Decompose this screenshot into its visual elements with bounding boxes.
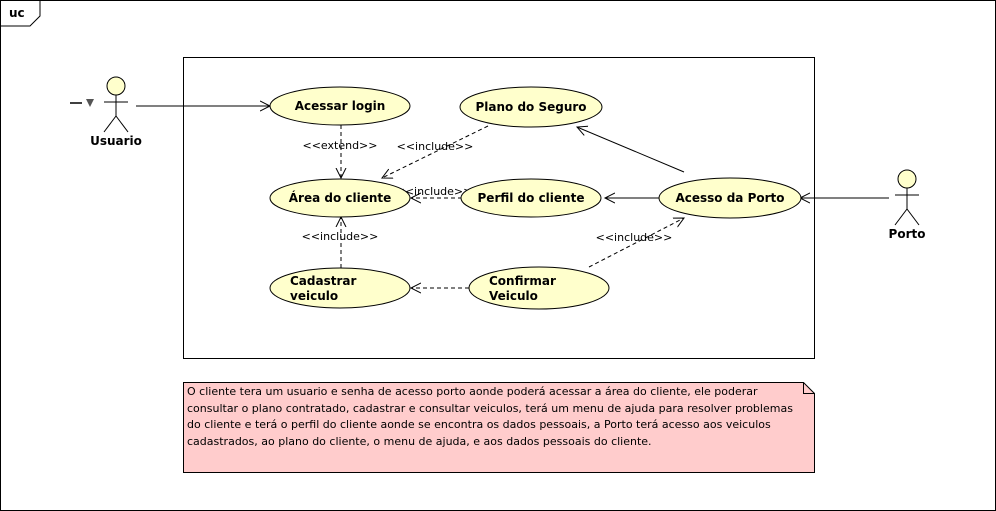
use-case-label-line1: Confirmar: [489, 274, 556, 288]
actor-name: Porto: [889, 227, 926, 241]
include-label-cadastrar: <<include>>: [302, 230, 379, 243]
relation-acesso-plano: [577, 127, 685, 173]
frame-tab-label: uc: [9, 6, 25, 20]
use-case-label: Perfil do cliente: [478, 191, 585, 205]
note-text: O cliente tera um usuario e senha de ace…: [187, 385, 793, 448]
include-confirmar-acesso: [588, 218, 684, 268]
use-case-label-line2: Veiculo: [489, 289, 538, 303]
use-case-area-cliente[interactable]: Área do cliente: [269, 178, 411, 218]
use-case-label: Área do cliente: [289, 190, 392, 205]
use-case-label-line1: Cadastrar: [290, 274, 356, 288]
include-plano-area: [382, 125, 489, 178]
use-case-acessar-login[interactable]: Acessar login: [269, 86, 411, 126]
extend-label: <<extend>>: [303, 139, 378, 152]
actor-head: [897, 169, 917, 189]
use-case-confirmar-veiculo[interactable]: Confirmar Veiculo: [468, 266, 610, 310]
use-case-plano-seguro[interactable]: Plano do Seguro: [459, 86, 603, 128]
use-case-label: Acesso da Porto: [675, 191, 784, 205]
include-label-confirmar: <<include>>: [596, 231, 673, 244]
use-case-label: Plano do Seguro: [475, 100, 586, 114]
use-case-label: Acessar login: [295, 99, 386, 113]
actor-porto[interactable]: Porto: [889, 169, 926, 241]
collapse-indicator-icon[interactable]: [70, 99, 94, 107]
relations: [136, 106, 889, 288]
note-fold: [803, 382, 815, 394]
include-label-plano: <<include>>: [397, 140, 474, 153]
actor-head: [106, 76, 126, 96]
use-case-cadastrar-veiculo[interactable]: Cadastrar veiculo: [269, 267, 411, 309]
actor-name: Usuario: [90, 134, 142, 148]
use-case-label-line2: veiculo: [290, 289, 338, 303]
include-label-perfil: <<include>>: [396, 185, 473, 198]
actor-usuario[interactable]: Usuario: [90, 76, 142, 148]
note-shape: [183, 382, 815, 473]
use-case-acesso-porto[interactable]: Acesso da Porto: [658, 177, 802, 219]
use-case-perfil-cliente[interactable]: Perfil do cliente: [460, 178, 602, 218]
frame-tab: [0, 0, 41, 27]
stereotype-labels: <<extend>> <<include>> <<include>> <<inc…: [302, 139, 673, 244]
